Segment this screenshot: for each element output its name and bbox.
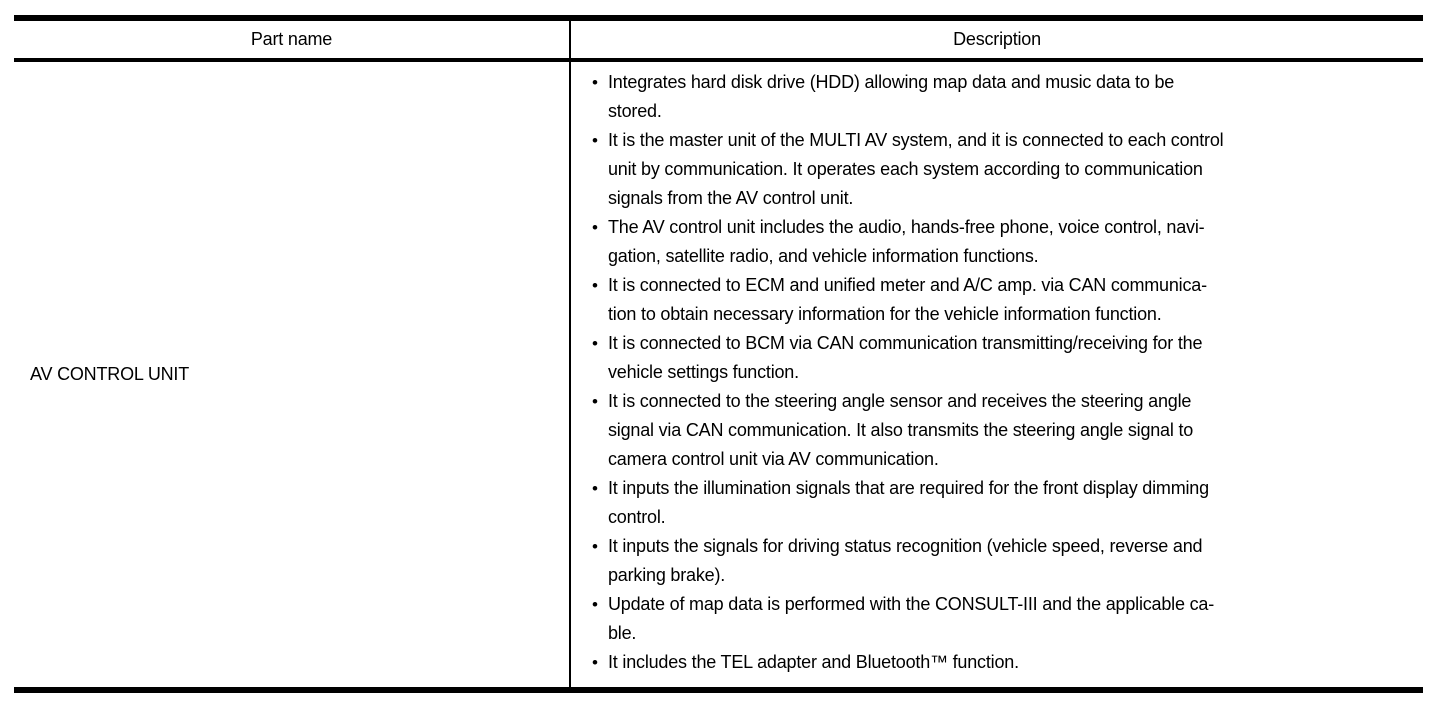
table-header-row: Part name Description [14, 21, 1423, 62]
description-bullet: Update of map data is performed with the… [592, 590, 1407, 648]
part-name-cell: AV CONTROL UNIT [14, 62, 571, 687]
description-bullet: It is connected to ECM and unified meter… [592, 271, 1407, 329]
parts-description-table: Part name Description AV CONTROL UNIT In… [14, 15, 1423, 693]
column-header-description: Description [953, 29, 1041, 49]
part-name-text: AV CONTROL UNIT [30, 364, 190, 384]
table-top-border [14, 15, 1423, 21]
description-bullet-list: Integrates hard disk drive (HDD) allowin… [571, 62, 1423, 677]
table-row: AV CONTROL UNIT Integrates hard disk dri… [14, 62, 1423, 687]
column-header-part-name: Part name [14, 21, 571, 58]
description-bullet: It includes the TEL adapter and Bluetoot… [592, 648, 1407, 677]
description-cell: Integrates hard disk drive (HDD) allowin… [571, 62, 1423, 687]
description-bullet: It is the master unit of the MULTI AV sy… [592, 126, 1407, 213]
description-bullet: Integrates hard disk drive (HDD) allowin… [592, 68, 1407, 126]
description-bullet: The AV control unit includes the audio, … [592, 213, 1407, 271]
table-bottom-border [14, 687, 1423, 693]
description-bullet: It inputs the illumination signals that … [592, 474, 1407, 532]
description-bullet: It is connected to the steering angle se… [592, 387, 1407, 474]
description-bullet: It is connected to BCM via CAN communica… [592, 329, 1407, 387]
description-bullet: It inputs the signals for driving status… [592, 532, 1407, 590]
